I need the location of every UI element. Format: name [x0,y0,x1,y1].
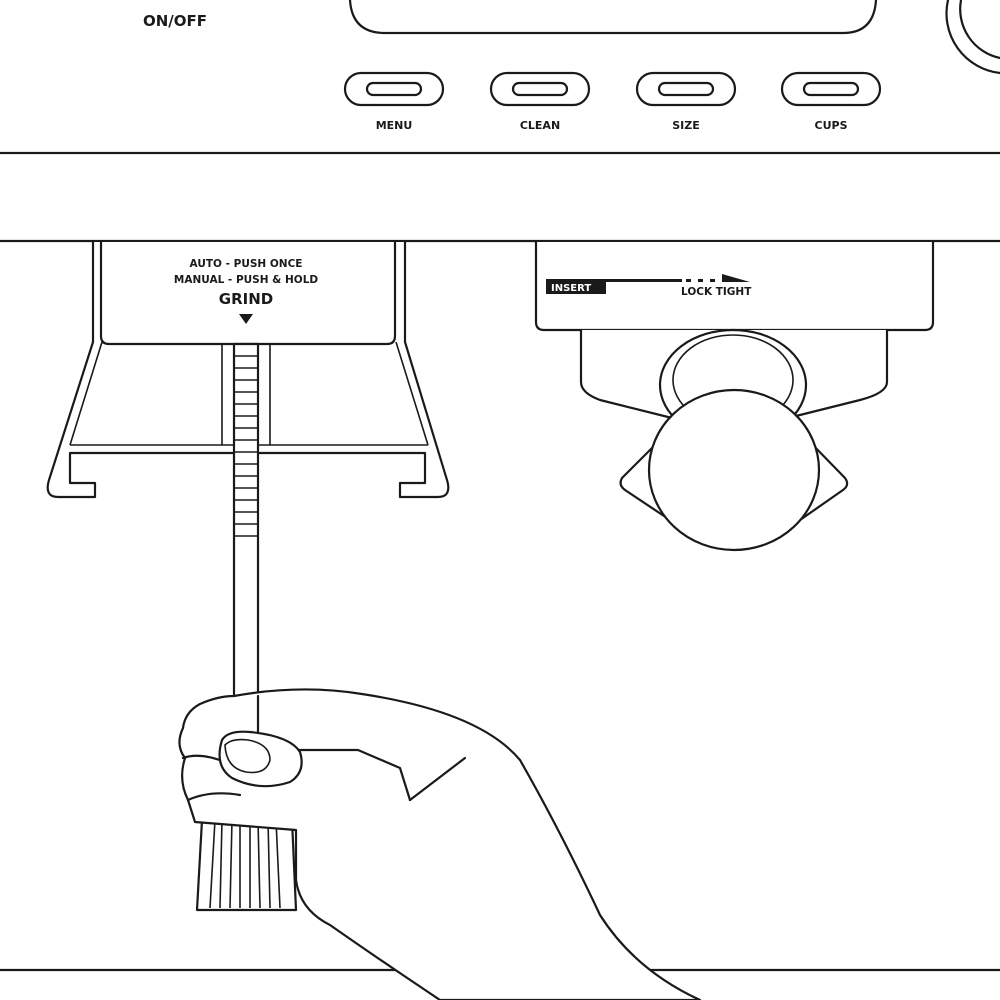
cups-label: CUPS [815,119,848,132]
clean-button[interactable] [489,71,591,107]
menu-label: MENU [376,119,413,132]
grind-manual-label: MANUAL - PUSH & HOLD [174,274,318,286]
brush-wire-coil [234,355,258,537]
insert-label: INSERT [551,283,591,294]
clean-label: CLEAN [520,119,560,132]
power-label: ON/OFF [143,12,207,30]
display-screen [348,0,878,35]
control-panel: ON/OFF MENU CLEAN SIZE CUPS [143,0,1000,132]
grind-arrow-icon [239,314,253,324]
lock-arrow-icon [686,274,750,282]
grind-auto-label: AUTO - PUSH ONCE [190,258,303,270]
size-label: SIZE [672,119,700,132]
cups-button[interactable] [780,71,882,107]
grind-label: GRIND [219,290,273,308]
size-button[interactable] [635,71,737,107]
portafilter[interactable] [579,328,889,552]
insert-tag [546,279,606,294]
brew-group: INSERT LOCK TIGHT [534,240,935,552]
hand-illustration [178,688,702,1000]
menu-button[interactable] [343,71,445,107]
lock-tight-label: LOCK TIGHT [681,286,752,298]
selector-dial[interactable] [945,0,1000,75]
